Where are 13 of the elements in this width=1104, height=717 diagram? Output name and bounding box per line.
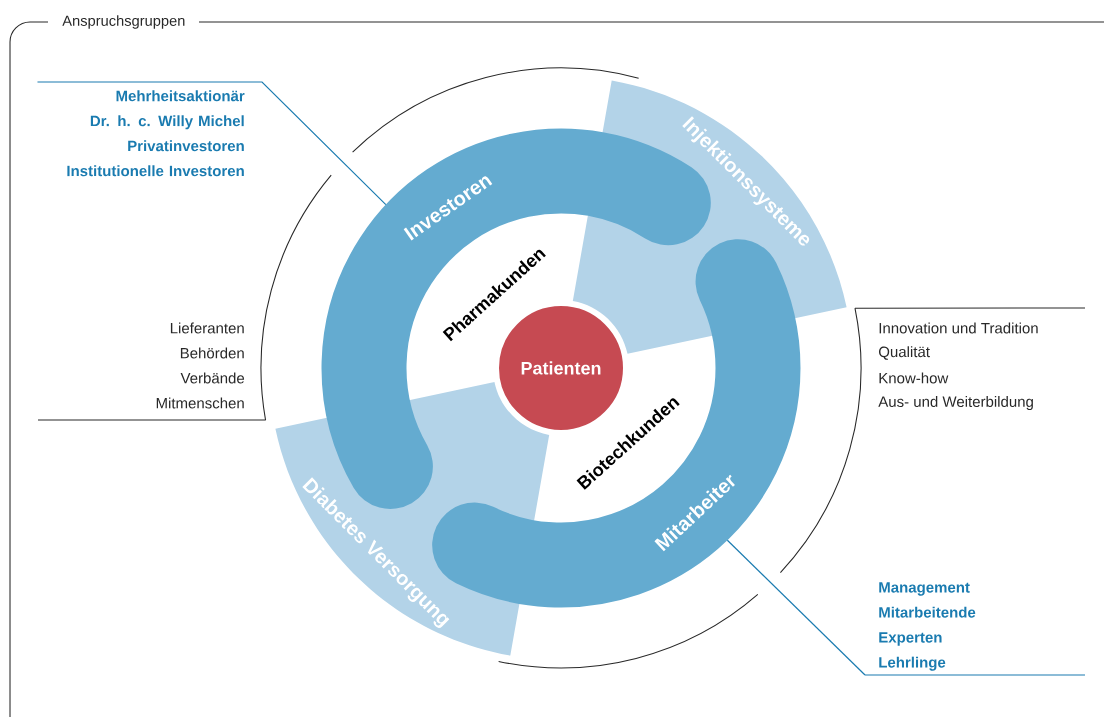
group-label: Innovation und Tradition bbox=[879, 322, 1038, 334]
stakeholder-list: Mehrheitsaktionär Dr. h. c. Willy Michel Privatinvestoren Institutionelle Investoren bbox=[67, 90, 245, 177]
group-label: Mitmenschen bbox=[156, 397, 244, 409]
group-label: Verbände bbox=[180, 372, 245, 384]
leader-line bbox=[726, 539, 866, 676]
group-label: Behörden bbox=[180, 347, 244, 359]
group-label: Aus- und Weiterbildung bbox=[878, 396, 1033, 410]
group-label: Qualität bbox=[879, 346, 930, 360]
group-label: Lieferanten bbox=[170, 322, 244, 334]
group-label: Know-how bbox=[879, 372, 949, 384]
diagram-title: Anspruchsgruppen bbox=[62, 15, 185, 29]
stakeholder-list: Management Mitarbeitende Experten Lehrlinge bbox=[879, 582, 976, 671]
leader-line bbox=[36, 81, 387, 206]
